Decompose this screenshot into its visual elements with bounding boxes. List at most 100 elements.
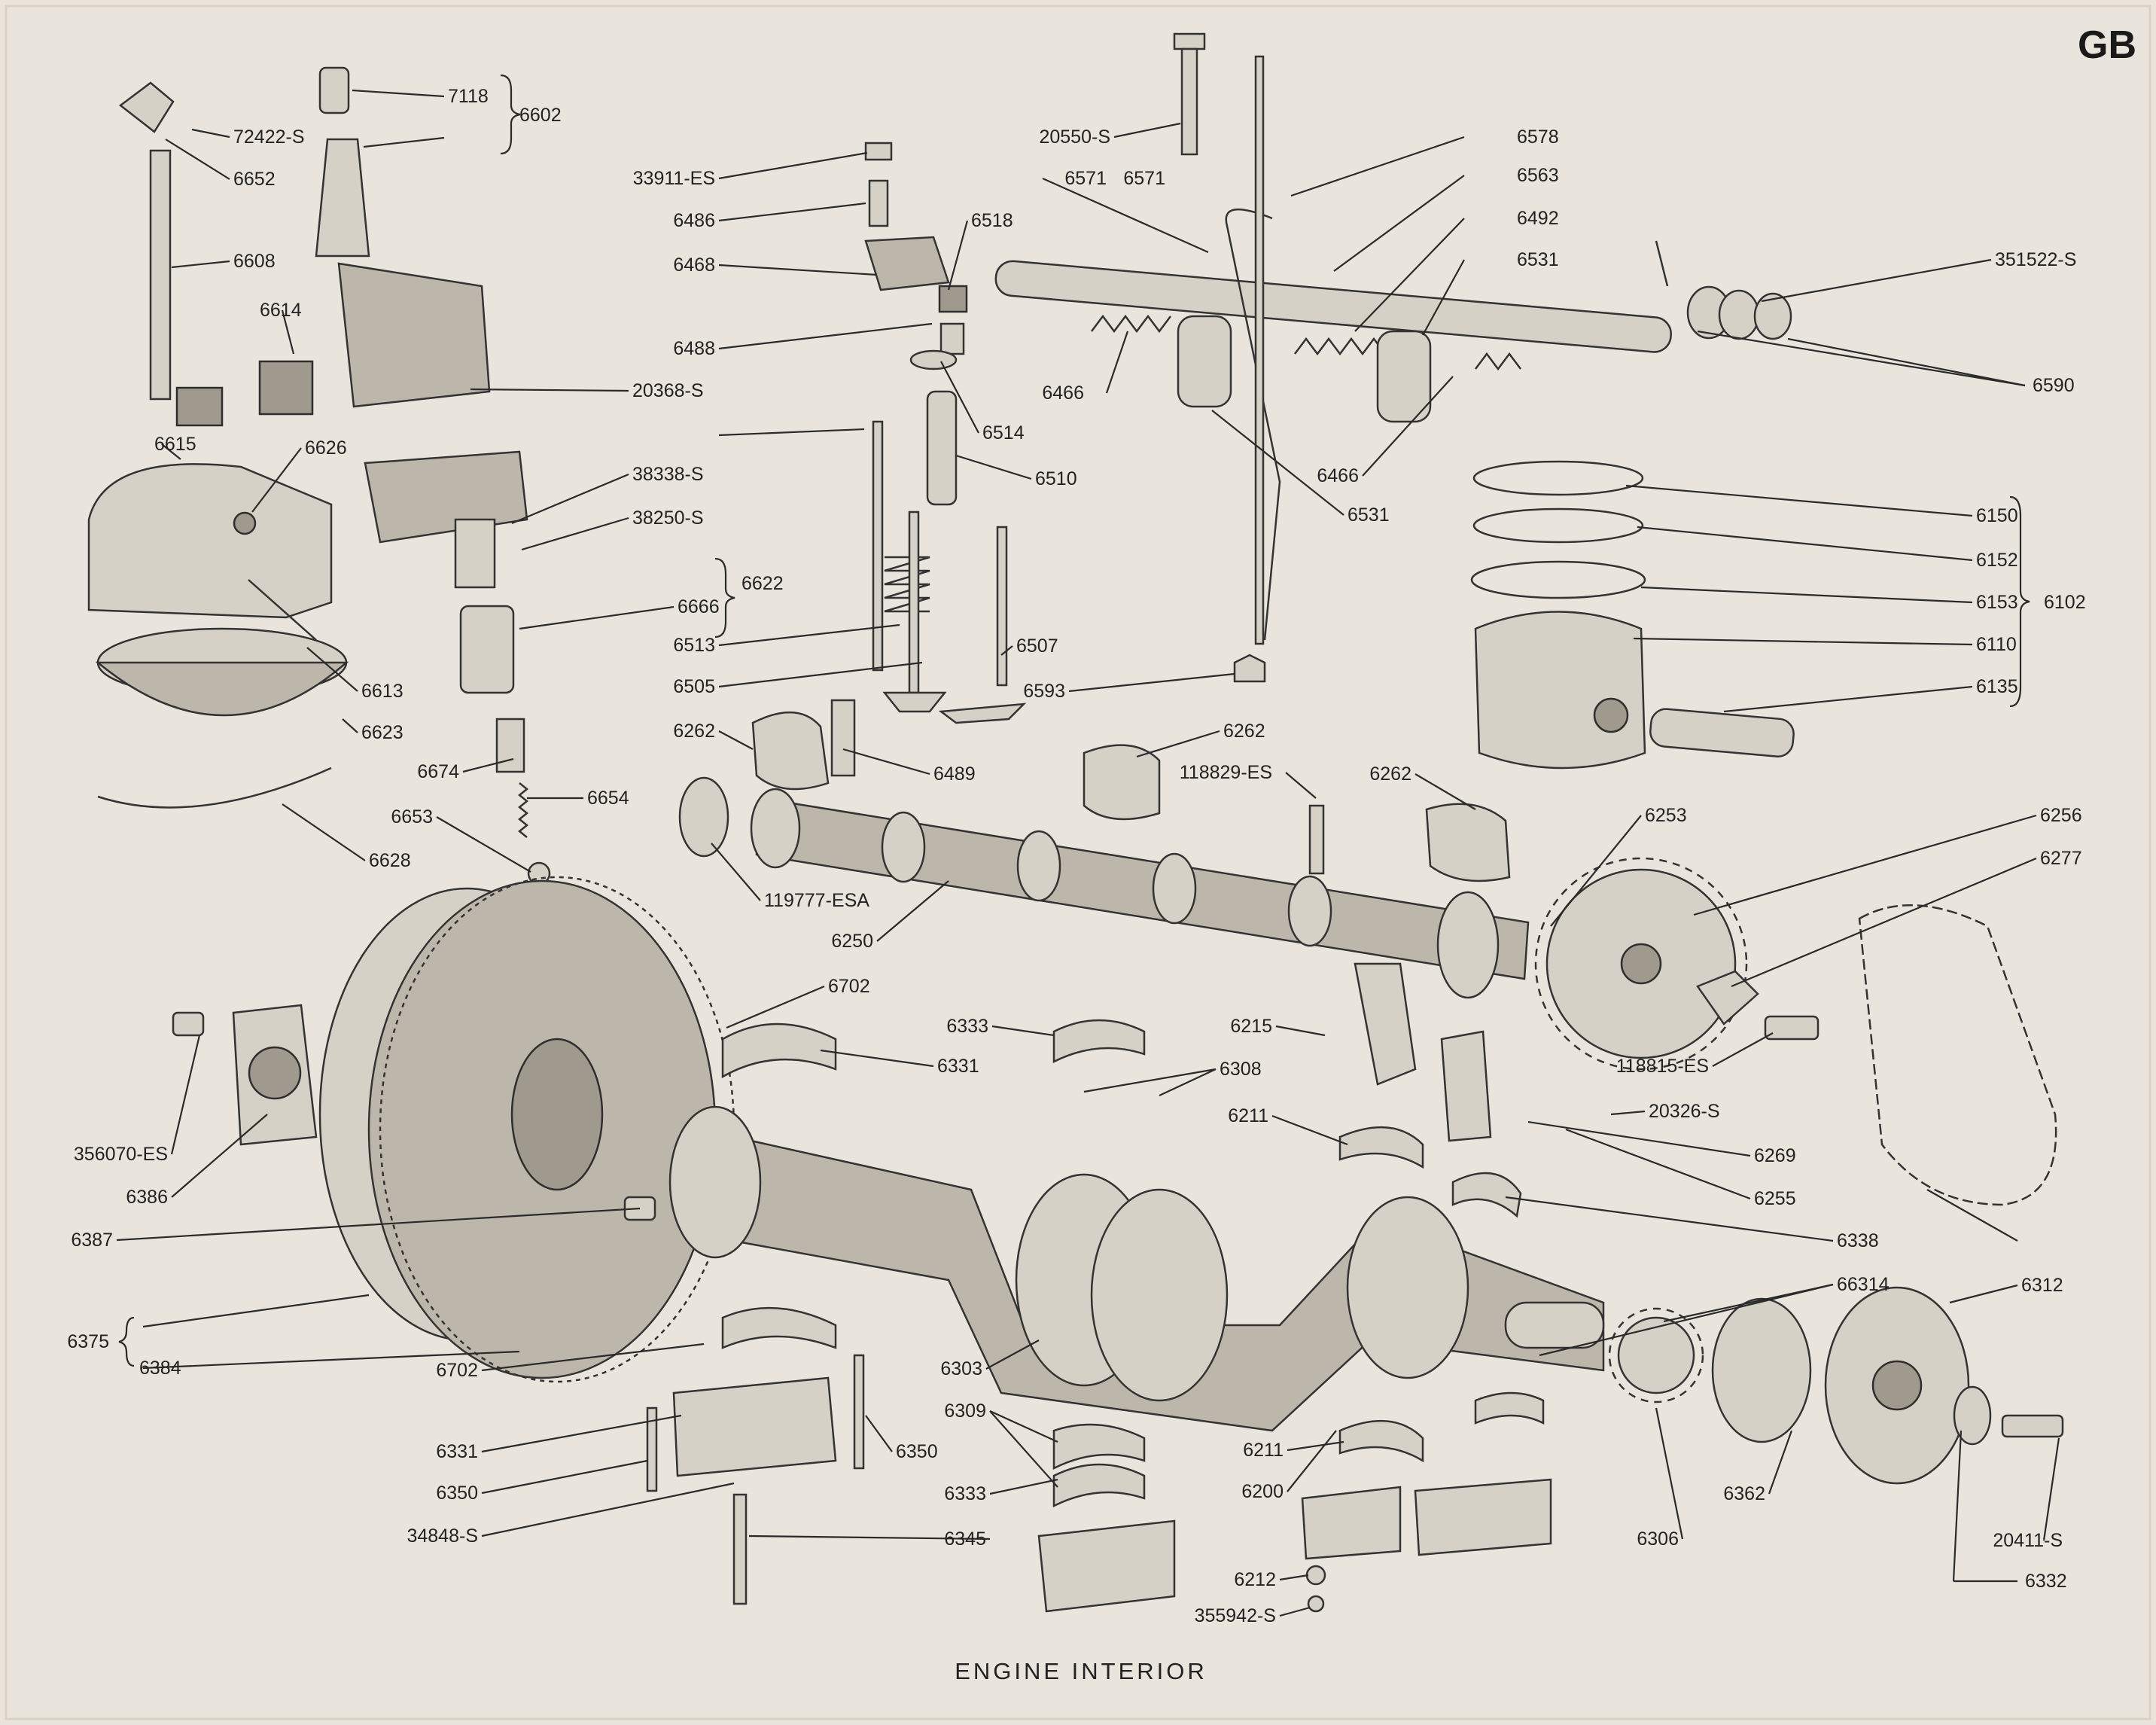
- part-callout-label: 6331: [436, 1441, 478, 1462]
- part-callout-label: 6312: [2021, 1275, 2063, 1296]
- part-callout-label: 6702: [828, 976, 870, 997]
- part-callout-label: 6514: [982, 422, 1025, 443]
- part-callout-label: 6262: [673, 721, 715, 742]
- part-callout-label: 6653: [391, 806, 433, 827]
- part-callout-label: 6262: [1223, 721, 1265, 742]
- flywheel-group: [172, 876, 735, 1383]
- part-callout-label: 6110: [1976, 634, 2017, 655]
- oil-pan-screen-group: [87, 463, 349, 809]
- part-callout-label: 6253: [1645, 805, 1687, 826]
- part-callout-label: 6153: [1976, 592, 2018, 613]
- part-callout-label: 6614: [260, 300, 302, 321]
- part-callout-label: 6489: [933, 763, 976, 785]
- part-callout-label: 6702: [436, 1360, 478, 1381]
- part-callout-label: 6333: [946, 1016, 988, 1037]
- part-callout-label: 6507: [1016, 635, 1058, 657]
- part-callout-label: 6135: [1976, 676, 2018, 697]
- part-callout-label: 7118: [448, 86, 489, 107]
- part-callout-label: 6338: [1837, 1230, 1879, 1251]
- part-callout-label: 6654: [587, 788, 629, 809]
- part-callout-label: 6384: [139, 1358, 181, 1379]
- part-callout-label: 6308: [1220, 1059, 1262, 1080]
- part-callout-label: 6102: [2044, 592, 2086, 613]
- part-callout-label: 6628: [369, 850, 411, 871]
- part-callout-label: 20326-S: [1649, 1101, 1720, 1122]
- part-callout-label: 6350: [896, 1441, 938, 1462]
- part-callout-label: 6345: [944, 1528, 986, 1550]
- part-callout-label: 6250: [831, 931, 873, 952]
- part-callout-label: 6615: [154, 434, 196, 455]
- part-callout-label: 6510: [1035, 468, 1077, 489]
- part-callout-label: 6590: [2033, 375, 2075, 396]
- part-callout-label: 118829-ES: [1179, 762, 1272, 783]
- part-callout-label: 6486: [673, 210, 715, 231]
- crankshaft-group: [668, 1105, 1605, 1432]
- part-callout-label: 6303: [940, 1358, 982, 1379]
- part-callout-label: 118815-ES: [1615, 1056, 1709, 1077]
- part-callout-label: 20368-S: [632, 380, 704, 401]
- part-callout-label: 6262: [1369, 763, 1411, 785]
- diagram-caption: ENGINE INTERIOR: [955, 1658, 1207, 1684]
- part-callout-label: 6466: [1042, 382, 1084, 404]
- part-callout-label: 66314: [1837, 1274, 1890, 1295]
- part-callout-label: 6386: [126, 1187, 168, 1208]
- part-callout-label: 6563: [1517, 165, 1559, 186]
- part-callout-label: 6466: [1317, 465, 1359, 486]
- part-callout-label: 356070-ES: [73, 1144, 168, 1165]
- part-callout-label: 6513: [673, 635, 715, 656]
- part-callout-label: 6571: [1064, 168, 1107, 189]
- leader-lines: [116, 74, 2060, 1617]
- part-callout-label: 6350: [436, 1483, 478, 1504]
- part-callout-label: 6332: [2025, 1571, 2067, 1592]
- part-callout-label: 6492: [1517, 208, 1559, 229]
- part-callout-label: 6362: [1723, 1483, 1765, 1504]
- part-callout-label: 6211: [1228, 1105, 1268, 1126]
- part-callout-label: 6622: [742, 573, 784, 594]
- part-callout-label: 6256: [2040, 805, 2082, 826]
- timing-group: [1534, 857, 2064, 1485]
- part-callout-label: 6309: [944, 1400, 986, 1422]
- part-callout-label: 6269: [1754, 1145, 1796, 1166]
- part-callout-label: 6468: [673, 254, 715, 276]
- part-callout-label: 6200: [1241, 1481, 1284, 1502]
- part-callout-label: 20411-S: [1993, 1530, 2063, 1551]
- part-callout-label: 6518: [971, 210, 1013, 231]
- part-callout-label: 6333: [944, 1483, 986, 1504]
- part-callout-label: 6331: [937, 1056, 979, 1077]
- part-callout-label: 34848-S: [407, 1525, 478, 1547]
- part-callout-label: 6488: [673, 338, 715, 359]
- part-callout-label: 6150: [1976, 505, 2018, 526]
- part-callout-label: 72422-S: [233, 126, 305, 148]
- part-callout-label: 6375: [67, 1331, 109, 1352]
- part-callout-label: 6152: [1976, 550, 2018, 571]
- part-callout-label: 20550-S: [1039, 126, 1110, 148]
- part-callout-label: 6277: [2040, 848, 2082, 869]
- oil-pump-group: [118, 66, 551, 885]
- part-callout-label: 6578: [1517, 126, 1559, 148]
- part-callout-label: 119777-ESA: [764, 890, 869, 911]
- part-callout-label: 6212: [1234, 1569, 1276, 1590]
- part-callout-label: 6608: [233, 251, 276, 272]
- region-badge: GB: [2078, 23, 2136, 67]
- valve-train-group: [830, 55, 1266, 777]
- part-callout-label: 6674: [417, 761, 459, 782]
- part-callout-label: 6387: [71, 1230, 113, 1251]
- part-callout-label: 6255: [1754, 1188, 1796, 1209]
- part-callout-label: 38338-S: [632, 464, 704, 485]
- part-callout-label: 6593: [1023, 681, 1065, 702]
- part-callout-label: 6613: [361, 681, 403, 702]
- rocker-shaft-group: [994, 32, 1792, 641]
- camshaft-group: [678, 711, 1530, 999]
- bearings-group: [646, 962, 1552, 1613]
- part-callout-label: 6626: [305, 437, 347, 459]
- part-callout-label: 33911-ES: [632, 168, 715, 189]
- piston-group: [1470, 460, 1795, 770]
- part-callout-label: 38250-S: [632, 507, 704, 529]
- part-callout-label: 6666: [678, 596, 720, 617]
- part-callout-label: 6306: [1637, 1528, 1679, 1550]
- part-callout-label: 6652: [233, 169, 276, 190]
- part-callout-label: 6211: [1243, 1440, 1284, 1461]
- part-callout-label: 355942-S: [1194, 1605, 1276, 1626]
- part-callout-label: 6602: [519, 105, 562, 126]
